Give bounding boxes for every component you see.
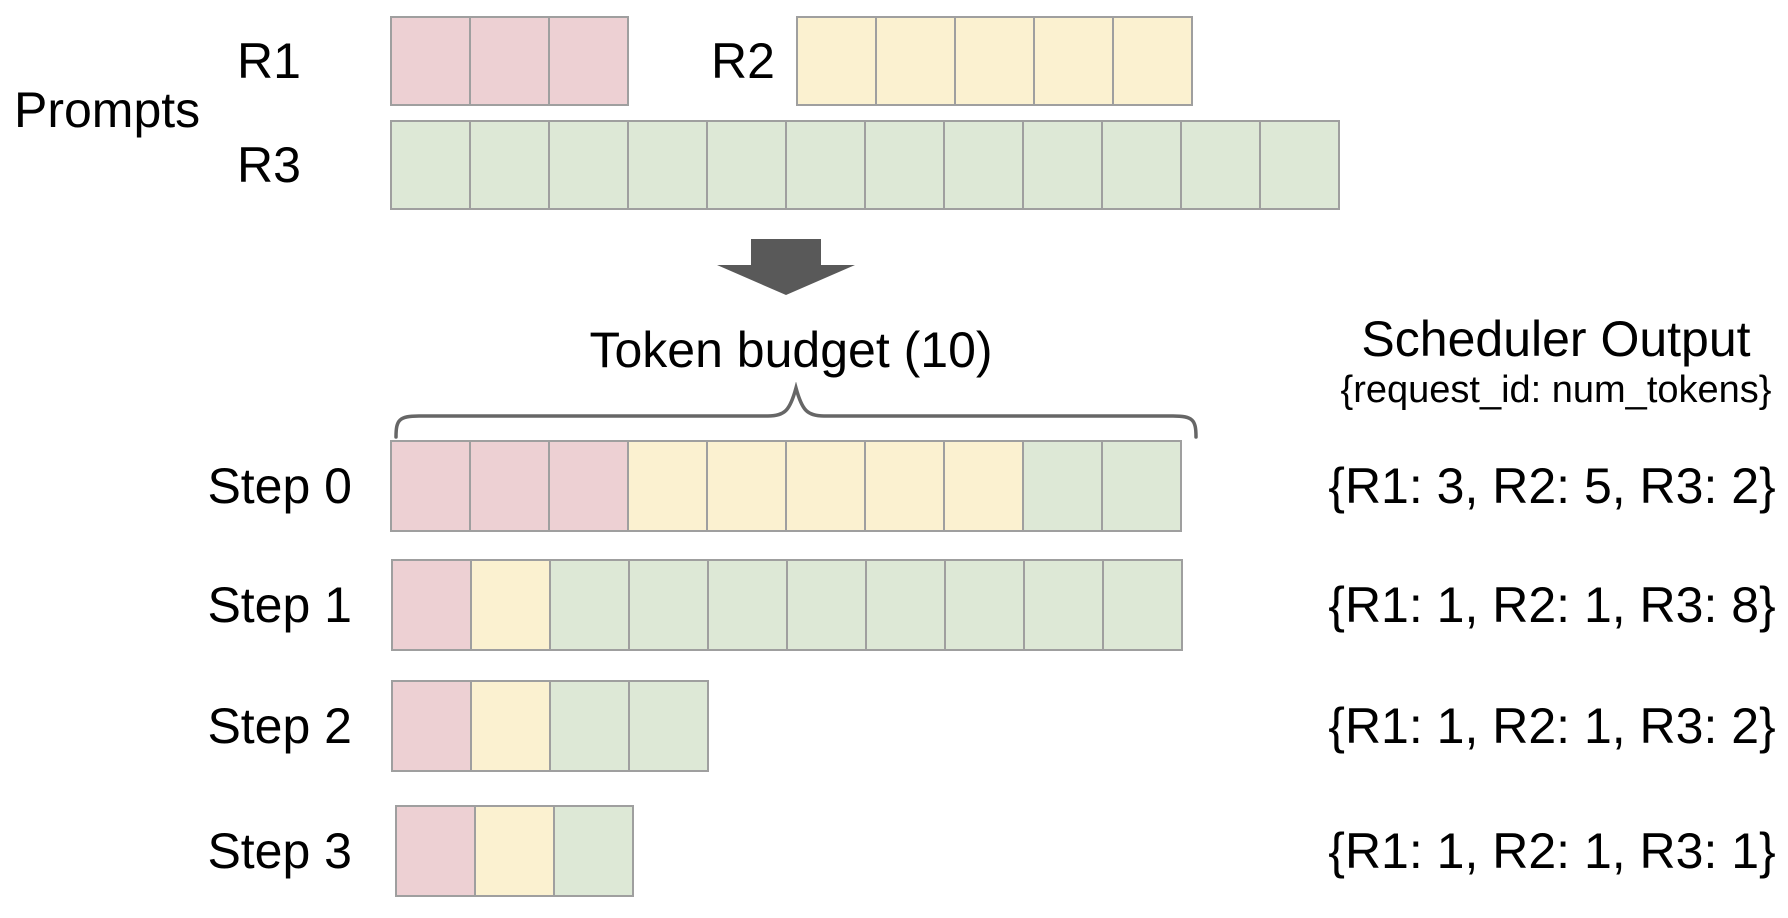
- token-cell-r1: [390, 440, 471, 532]
- token-cell-r3: [390, 120, 471, 210]
- token-cell-r1: [548, 440, 629, 532]
- step-output-2: {R1: 1, R2: 1, R3: 2}: [1328, 698, 1776, 754]
- token-cell-r3: [786, 559, 867, 651]
- step-bar-3: [395, 805, 634, 897]
- step-label-3: Step 3: [207, 823, 352, 879]
- token-cell-r1: [395, 805, 476, 897]
- token-cell-r3: [469, 120, 550, 210]
- token-cell-r2: [1112, 16, 1193, 106]
- token-cell-r3: [628, 680, 709, 772]
- request-label-r1: R1: [237, 33, 301, 89]
- curly-brace-icon: [394, 382, 1198, 439]
- token-cell-r2: [864, 440, 945, 532]
- token-cell-r3: [1101, 440, 1182, 532]
- token-cell-r1: [391, 559, 472, 651]
- token-cell-r1: [548, 16, 629, 106]
- token-cell-r3: [706, 120, 787, 210]
- step-output-1: {R1: 1, R2: 1, R3: 8}: [1328, 577, 1776, 633]
- token-cell-r2: [785, 440, 866, 532]
- request-label-r3: R3: [237, 137, 301, 193]
- token-cell-r3: [943, 120, 1024, 210]
- token-cell-r2: [627, 440, 708, 532]
- token-cell-r3: [1023, 559, 1104, 651]
- step-bar-1: [391, 559, 1183, 651]
- token-cell-r1: [469, 16, 550, 106]
- token-cell-r1: [469, 440, 550, 532]
- token-cell-r3: [553, 805, 634, 897]
- token-cell-r3: [1180, 120, 1261, 210]
- token-cell-r3: [1101, 120, 1182, 210]
- token-cell-r1: [391, 680, 472, 772]
- step-label-2: Step 2: [207, 698, 352, 754]
- token-cell-r3: [944, 559, 1025, 651]
- prompt-bar-r1: [390, 16, 629, 106]
- token-cell-r1: [390, 16, 471, 106]
- token-cell-r3: [548, 120, 629, 210]
- token-cell-r3: [707, 559, 788, 651]
- request-label-r2: R2: [711, 33, 775, 89]
- token-cell-r2: [875, 16, 956, 106]
- token-cell-r3: [549, 559, 630, 651]
- token-cell-r3: [627, 120, 708, 210]
- token-cell-r3: [1259, 120, 1340, 210]
- token-cell-r2: [954, 16, 1035, 106]
- prompts-label: Prompts: [14, 82, 201, 138]
- token-cell-r3: [628, 559, 709, 651]
- token-cell-r3: [785, 120, 866, 210]
- step-output-0: {R1: 3, R2: 5, R3: 2}: [1328, 458, 1776, 514]
- token-cell-r3: [1022, 120, 1103, 210]
- token-cell-r2: [943, 440, 1024, 532]
- token-cell-r2: [1033, 16, 1114, 106]
- scheduler-output-title: Scheduler Output: [1361, 311, 1751, 367]
- token-cell-r3: [864, 120, 945, 210]
- step-bar-0: [390, 440, 1182, 532]
- token-budget-label: Token budget (10): [589, 322, 993, 378]
- prompt-bar-r2: [796, 16, 1193, 106]
- token-cell-r3: [1022, 440, 1103, 532]
- token-cell-r3: [549, 680, 630, 772]
- step-label-1: Step 1: [207, 577, 352, 633]
- down-arrow-icon: [717, 239, 855, 295]
- step-bar-2: [391, 680, 709, 772]
- prompt-bar-r3: [390, 120, 1340, 210]
- step-label-0: Step 0: [207, 458, 352, 514]
- token-cell-r3: [865, 559, 946, 651]
- token-cell-r2: [470, 680, 551, 772]
- step-output-3: {R1: 1, R2: 1, R3: 1}: [1328, 823, 1776, 879]
- scheduler-output-subtitle: {request_id: num_tokens}: [1340, 369, 1772, 411]
- token-cell-r3: [1102, 559, 1183, 651]
- token-cell-r2: [796, 16, 877, 106]
- token-cell-r2: [706, 440, 787, 532]
- token-cell-r2: [470, 559, 551, 651]
- token-cell-r2: [474, 805, 555, 897]
